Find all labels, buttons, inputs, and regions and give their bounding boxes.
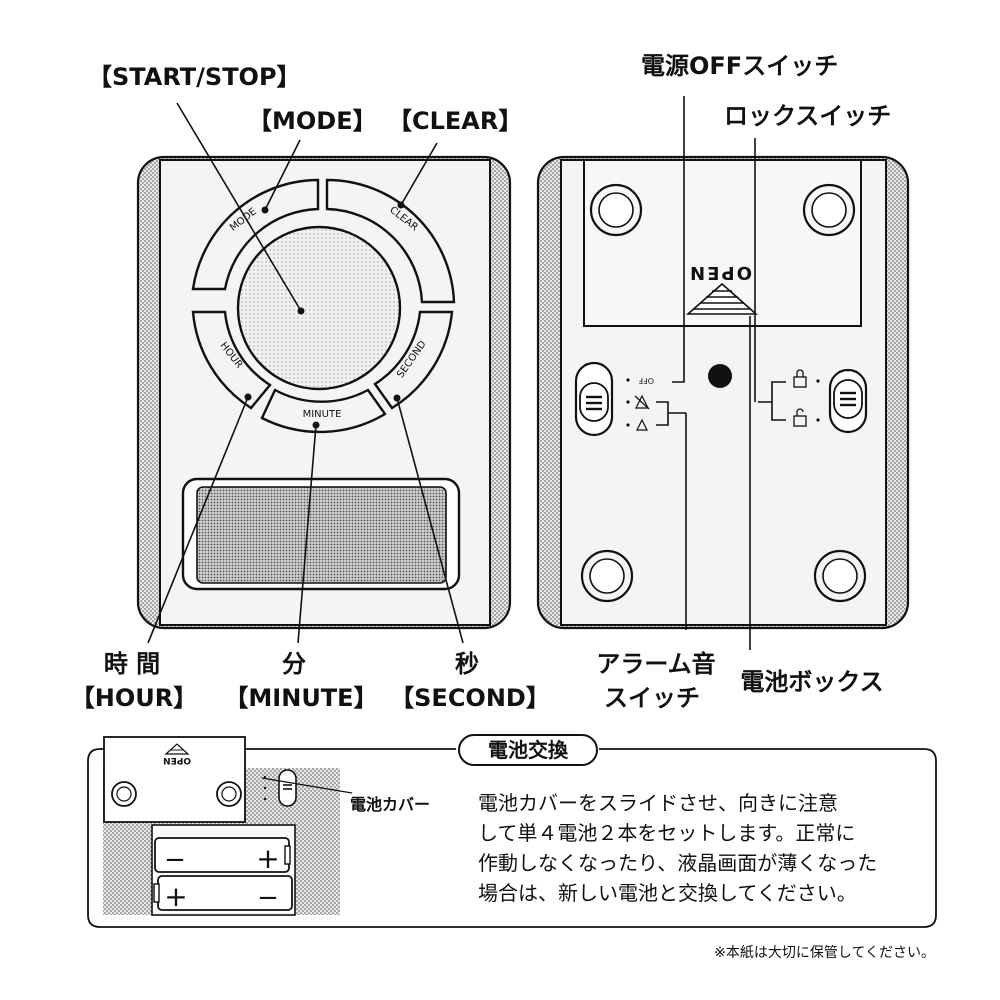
battery-cover-label: 電池カバー (350, 795, 430, 814)
sound-icon (636, 418, 648, 431)
instructions-line-2: して単４電池２本をセットします。正常に (478, 821, 855, 845)
instructions-line-4: 場合は、新しい電池と交換してください。 (478, 881, 857, 905)
lcd-display (196, 486, 447, 584)
lock-switch[interactable] (828, 368, 868, 434)
cover-leader-line (261, 777, 353, 794)
timer-back: OPEN OFF (536, 155, 910, 630)
leader-lines (147, 96, 756, 650)
lock-icon (793, 369, 807, 388)
hour-jp-label: 時 間 (104, 650, 160, 678)
battery-box-label: 電池ボックス (740, 668, 883, 696)
battery-replacement-section: 電池交換 − + + − OPEN (87, 734, 937, 928)
minute-jp-label: 分 (282, 650, 306, 678)
alarm-sound-switch[interactable] (574, 361, 614, 437)
instructions-text: 電池カバーをスライドさせ、向きに注意 して単４電池２本をセットします。正常に 作… (478, 791, 877, 905)
open-arrow-icon (685, 282, 759, 315)
start-stop-button[interactable] (236, 225, 402, 391)
cover-arrow-icon (164, 743, 190, 755)
cover-open-marking: OPEN (163, 755, 191, 765)
mini-switch (278, 769, 297, 807)
battery-bottom-plus: + (164, 880, 187, 913)
section-frame (87, 748, 937, 928)
alarm-switch-label-line2: スイッチ (604, 684, 700, 712)
battery-bottom-minus: − (257, 883, 279, 913)
section-title: 電池交換 (488, 738, 569, 762)
clear-label: 【CLEAR】 (388, 107, 522, 135)
lock-switch-label: ロックスイッチ (724, 102, 891, 130)
mode-label: 【MODE】 (248, 107, 377, 135)
minute-en-label: 【MINUTE】 (224, 684, 377, 712)
start-stop-label: 【START/STOP】 (88, 63, 301, 91)
battery-top-minus: − (164, 845, 186, 875)
power-off-switch-label: 電源OFFスイッチ (641, 52, 838, 80)
minute-button[interactable] (260, 388, 387, 434)
mute-icon (634, 394, 650, 410)
battery-illustration: − + + − OPEN (103, 736, 353, 916)
unlock-icon (793, 408, 807, 427)
instructions-line-1: 電池カバーをスライドさせ、向きに注意 (478, 791, 838, 815)
off-marking: OFF (638, 376, 654, 385)
callout-labels: 【START/STOP】 【MODE】 【CLEAR】 電源OFFスイッチ ロッ… (71, 52, 892, 712)
open-marking: OPEN (688, 262, 752, 283)
timer-front: MODE CLEAR HOUR SECOND MINUTE (136, 155, 512, 630)
battery-top-plus: + (256, 842, 279, 875)
minute-button-label: MINUTE (303, 409, 342, 420)
lock-switch-bracket (758, 381, 786, 421)
speaker-hole (708, 364, 732, 388)
mode-button[interactable] (191, 178, 320, 291)
second-button[interactable] (373, 310, 454, 410)
hour-en-label: 【HOUR】 (71, 684, 197, 712)
section-title-pill (458, 734, 598, 766)
clear-button[interactable] (325, 178, 456, 304)
second-jp-label: 秒 (455, 650, 479, 678)
footer-note: ※本紙は大切に保管してください。 (714, 945, 935, 961)
hour-button[interactable] (191, 310, 272, 410)
alarm-switch-label-line1: アラーム音 (596, 650, 715, 678)
second-en-label: 【SECOND】 (390, 684, 550, 712)
rubber-feet (580, 183, 867, 603)
instructions-line-3: 作動しなくなったり、液晶画面が薄くなった (478, 851, 877, 875)
alarm-switch-bracket (656, 401, 686, 426)
